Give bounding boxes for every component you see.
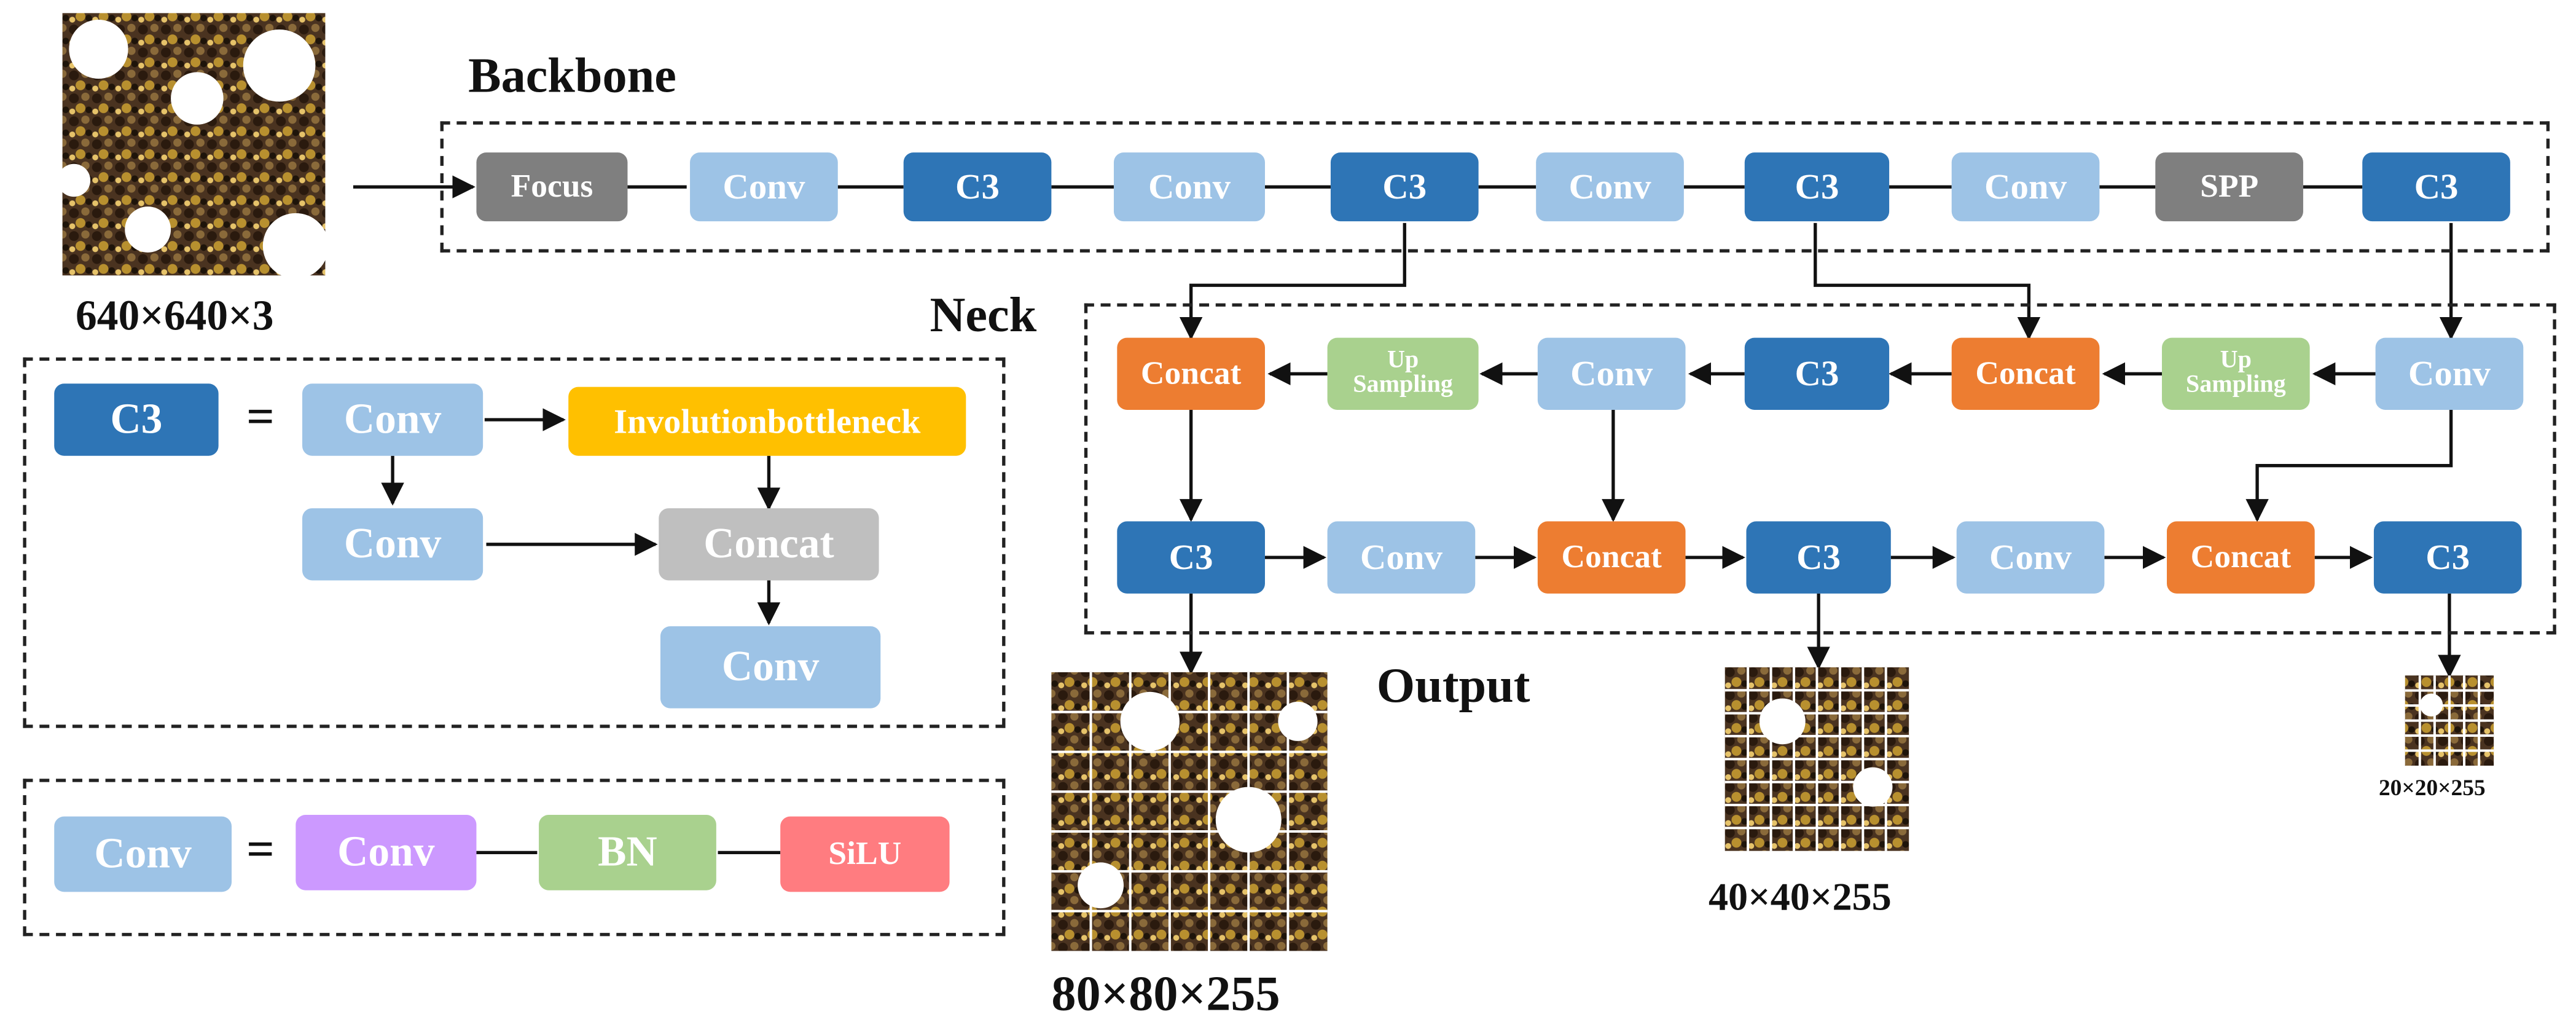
neck-top-upsampling-1: Up Sampling [1327,337,1479,410]
neck-top-concat-2: Concat [1951,337,2100,410]
backbone-c3-1: C3 [903,152,1052,222]
neck-frame [1084,303,2556,635]
output-title: Output [1376,659,1530,713]
output-image-80 [1051,672,1328,951]
legend-c3-conv-3: Conv [660,626,881,709]
output-40-label: 40×40×255 [1708,877,1892,920]
neck-bottom-c3-3: C3 [2373,521,2522,594]
legend-c3-conv-1: Conv [302,383,483,456]
backbone-conv-1: Conv [690,152,838,222]
backbone-c3-2: C3 [1330,152,1479,222]
output-20-label: 20×20×255 [2378,777,2486,802]
input-size-label: 640×640×3 [76,291,274,340]
legend-c3-equals: = [246,390,275,445]
upsampling-line2: Sampling [1353,372,1453,399]
backbone-conv-3: Conv [1536,152,1684,222]
c3-legend-frame [23,357,1006,728]
upsampling-line2: Sampling [2185,372,2286,399]
legend-involution-bottleneck: Involutionbottleneck [568,387,966,456]
neck-top-c3: C3 [1744,337,1890,410]
legend-conv: Conv [54,816,232,892]
backbone-c3-4: C3 [2362,152,2510,222]
neck-bottom-c3-1: C3 [1117,521,1265,594]
legend-conv-equals: = [246,823,275,878]
upsampling-line1: Up [2220,347,2252,374]
legend-c3-conv-2: Conv [302,508,483,581]
legend-bn: BN [539,814,716,890]
neck-bottom-c3-2: C3 [1746,521,1891,594]
legend-silu: SiLU [780,816,950,892]
backbone-spp: SPP [2155,152,2303,222]
neck-bottom-concat-1: Concat [1537,521,1686,594]
backbone-focus: Focus [476,152,628,222]
conv-legend-frame [23,779,1006,937]
backbone-frame [440,121,2550,253]
neck-bottom-conv-1: Conv [1327,521,1476,594]
neck-top-conv-1: Conv [1537,337,1686,410]
output-80-label: 80×80×255 [1051,967,1280,1022]
neck-bottom-concat-2: Concat [2167,521,2315,594]
neck-top-upsampling-2: Up Sampling [2161,337,2310,410]
input-image [57,13,329,279]
backbone-c3-3: C3 [1744,152,1890,222]
upsampling-line1: Up [1387,347,1419,374]
legend-c3: C3 [54,383,219,456]
backbone-title: Backbone [468,49,676,104]
neck-title: Neck [930,288,1037,343]
neck-top-conv-2: Conv [2375,337,2524,410]
neck-top-concat-1: Concat [1117,337,1265,410]
legend-c3-concat: Concat [659,508,879,581]
legend-inner-conv: Conv [296,814,477,890]
neck-bottom-conv-2: Conv [1956,521,2105,594]
backbone-conv-2: Conv [1113,152,1265,222]
backbone-conv-4: Conv [1951,152,2100,222]
